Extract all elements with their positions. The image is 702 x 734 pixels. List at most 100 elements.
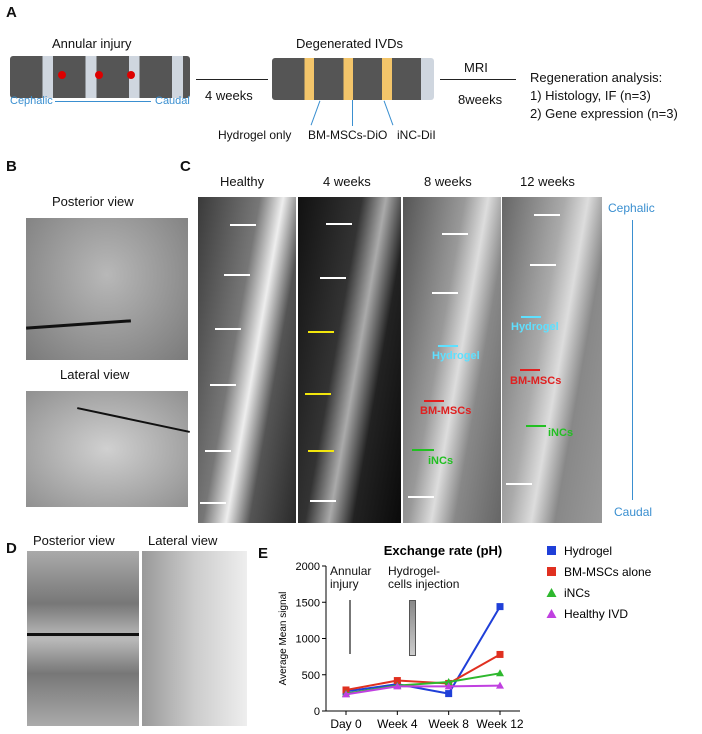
- panel-a-label: A: [6, 4, 17, 21]
- bm-label-12w: BM-MSCs: [510, 375, 562, 387]
- mri-healthy: [198, 197, 296, 523]
- injury-dot: [58, 71, 66, 79]
- cephalic-caudal-axis: [632, 220, 633, 500]
- annular-injury-label: Annular injury: [52, 36, 132, 51]
- lateral-view-b: Lateral view: [60, 367, 130, 382]
- legend-swatch: [547, 567, 556, 576]
- mri-arrow: [442, 233, 468, 235]
- bm-mscs-dio-label: BM-MSCs-DiO: [308, 128, 388, 142]
- series-line-0: [345, 606, 501, 695]
- mri-arrow: [432, 292, 458, 294]
- panel-b-label: B: [6, 158, 17, 175]
- data-point: [393, 677, 401, 685]
- data-point: [445, 690, 453, 698]
- col-12weeks: 12 weeks: [520, 174, 575, 189]
- pointer-bm: [352, 100, 353, 126]
- spine-degenerated: [272, 58, 434, 100]
- y-tick-label: 2000: [296, 561, 320, 573]
- cephalic-caudal-arrow: [55, 101, 151, 102]
- col-healthy: Healthy: [220, 174, 265, 189]
- mri-8weeks: [403, 197, 501, 523]
- syringe-icon: [409, 600, 416, 656]
- col-4weeks: 4 weeks: [323, 174, 371, 189]
- legend-label: Hydrogel: [564, 544, 612, 558]
- exchange-rate-chart: Exchange rate (pH)0500100015002000Averag…: [278, 543, 652, 731]
- injury-dot: [95, 71, 103, 79]
- y-tick-label: 500: [302, 670, 320, 682]
- inc-label-8w: iNCs: [428, 455, 454, 467]
- mri-arrow: [310, 500, 336, 502]
- mri-arrow: [320, 277, 346, 279]
- mri-arrow: [210, 384, 236, 386]
- mri-arrow-yellow: [305, 393, 331, 395]
- legend-swatch: [546, 609, 557, 618]
- mri-12weeks: [502, 197, 602, 523]
- col-8weeks: 8 weeks: [424, 174, 472, 189]
- degenerated-ivds-label: Degenerated IVDs: [296, 36, 403, 51]
- hydrogel-cells-note: Hydrogel- cells injection: [388, 564, 460, 591]
- data-point: [496, 669, 504, 677]
- inc-dil-label: iNC-DiI: [397, 128, 436, 142]
- mri-arrow: [506, 483, 532, 485]
- lateral-view-d: Lateral view: [148, 533, 218, 548]
- mri-arrow: [534, 214, 560, 216]
- regen-item-1: 1) Histology, IF (n=3): [530, 88, 651, 103]
- mri-arrow-yellow: [308, 331, 334, 333]
- legend-label: Healthy IVD: [564, 607, 628, 621]
- cephalic-label-a: Cephalic: [10, 95, 53, 107]
- data-point: [444, 678, 453, 685]
- panel-c-label: C: [180, 158, 191, 175]
- legend-label: BM-MSCs alone: [564, 565, 652, 579]
- mri-arrow: [205, 450, 231, 452]
- xray-d-lateral: [142, 551, 247, 726]
- mri-4weeks: [298, 197, 401, 523]
- bm-arrow: [520, 369, 540, 371]
- data-point: [342, 690, 350, 698]
- caudal-label-c: Caudal: [614, 505, 653, 519]
- needle-icon: [349, 600, 351, 654]
- arrow-line-2: [440, 79, 516, 80]
- x-tick-label: Week 4: [377, 717, 418, 731]
- legend-label: iNCs: [564, 586, 590, 600]
- y-tick-label: 0: [314, 706, 320, 718]
- xray-d-posterior: [27, 551, 139, 726]
- inc-arrow: [526, 425, 546, 427]
- bm-arrow: [424, 400, 444, 402]
- data-point: [444, 682, 453, 690]
- y-axis-label: Average Mean signal: [278, 592, 289, 686]
- mri-arrow: [215, 328, 241, 330]
- cephalic-label-c: Cephalic: [608, 201, 655, 215]
- chart-title: Exchange rate (pH): [384, 543, 502, 558]
- legend-swatch: [546, 588, 557, 597]
- pointer-hydrogel: [310, 100, 321, 126]
- hydrogel-arrow: [521, 316, 541, 318]
- mri-arrow-yellow: [308, 450, 334, 452]
- mri-arrow: [530, 264, 556, 266]
- four-weeks-label: 4 weeks: [205, 88, 253, 103]
- regen-item-2: 2) Gene expression (n=3): [530, 106, 678, 121]
- series-line-3: [345, 684, 501, 696]
- panel-e-label: E: [258, 545, 269, 562]
- mri-arrow: [224, 274, 250, 276]
- data-point: [393, 682, 402, 690]
- eight-weeks-label: 8weeks: [458, 92, 503, 107]
- regen-title: Regeneration analysis:: [530, 70, 663, 85]
- mri-arrow: [230, 224, 256, 226]
- injury-dot: [127, 71, 135, 79]
- arrow-line-1: [196, 79, 268, 80]
- posterior-view-b: Posterior view: [52, 194, 134, 209]
- mri-arrow: [408, 496, 434, 498]
- inc-arrow: [412, 449, 434, 451]
- x-tick-label: Week 12: [476, 717, 523, 731]
- bm-label-8w: BM-MSCs: [420, 405, 472, 417]
- mri-label: MRI: [464, 60, 488, 75]
- x-tick-label: Week 8: [428, 717, 469, 731]
- inc-label-12w: iNCs: [548, 427, 574, 439]
- legend-swatch: [547, 546, 556, 555]
- posterior-view-d: Posterior view: [33, 533, 115, 548]
- data-point: [496, 650, 504, 658]
- hydrogel-label-8w: Hydrogel: [432, 350, 480, 362]
- xray-lateral: [26, 391, 190, 507]
- y-tick-label: 1500: [296, 597, 320, 609]
- hydrogel-label-12w: Hydrogel: [511, 321, 559, 333]
